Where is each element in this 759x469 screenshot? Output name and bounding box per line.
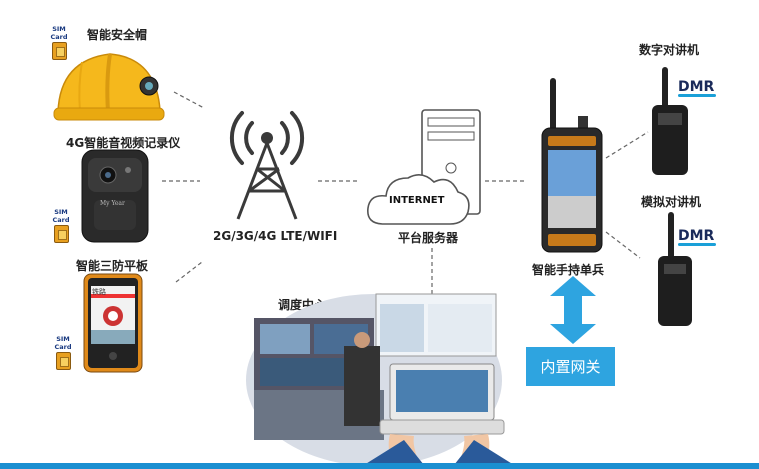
bodycam-label: 4G智能音视频记录仪 bbox=[66, 136, 181, 150]
digital-radio-icon bbox=[652, 67, 688, 175]
bodycam-icon bbox=[81, 149, 149, 243]
server-label: 平台服务器 bbox=[398, 231, 459, 245]
helmet-label: 智能安全帽 bbox=[87, 28, 148, 42]
cloud-icon bbox=[367, 174, 470, 225]
network-label: 2G/3G/4G LTE/WIFI bbox=[213, 229, 338, 243]
dmr-logo-digital: DMR bbox=[678, 79, 716, 97]
bottom-accent-bar bbox=[0, 463, 759, 469]
analog-radio-icon bbox=[658, 212, 692, 326]
signal-tower-icon bbox=[229, 111, 305, 220]
sim-chip-icon bbox=[51, 42, 67, 60]
analog-radio-label: 模拟对讲机 bbox=[641, 195, 702, 209]
gateway-box: 内置网关 bbox=[526, 347, 615, 386]
dmr-swoosh-icon bbox=[678, 243, 716, 246]
sim-chip-icon bbox=[55, 352, 71, 370]
dmr-swoosh-icon bbox=[678, 94, 716, 97]
sim-card-label: SIM Card bbox=[52, 208, 70, 224]
digital-radio-label: 数字对讲机 bbox=[639, 43, 700, 57]
helmet-icon bbox=[53, 53, 165, 121]
dmr-logo-analog: DMR bbox=[678, 228, 716, 246]
dispatch-center-image bbox=[246, 293, 514, 465]
sim-card-tablet: SIM Card bbox=[48, 335, 78, 370]
handheld-label: 智能手持单兵 bbox=[532, 263, 605, 277]
bidirectional-arrow-icon bbox=[550, 276, 596, 344]
sim-card-label: SIM Card bbox=[50, 25, 68, 41]
handheld-device-icon bbox=[541, 78, 603, 253]
dmr-text: DMR bbox=[678, 228, 715, 244]
sim-card-label: SIM Card bbox=[54, 335, 72, 351]
cloud-text: INTERNET bbox=[389, 195, 445, 206]
dmr-text: DMR bbox=[678, 79, 715, 95]
tablet-label: 智能三防平板 bbox=[76, 259, 149, 273]
sim-chip-icon bbox=[53, 225, 69, 243]
tablet-screen-title: 铁路 bbox=[92, 288, 106, 296]
sim-card-bodycam: SIM Card bbox=[46, 208, 76, 243]
bodycam-brand: My Year bbox=[100, 200, 125, 207]
sim-card-helmet: SIM Card bbox=[44, 25, 74, 60]
tablet-icon bbox=[83, 273, 143, 373]
